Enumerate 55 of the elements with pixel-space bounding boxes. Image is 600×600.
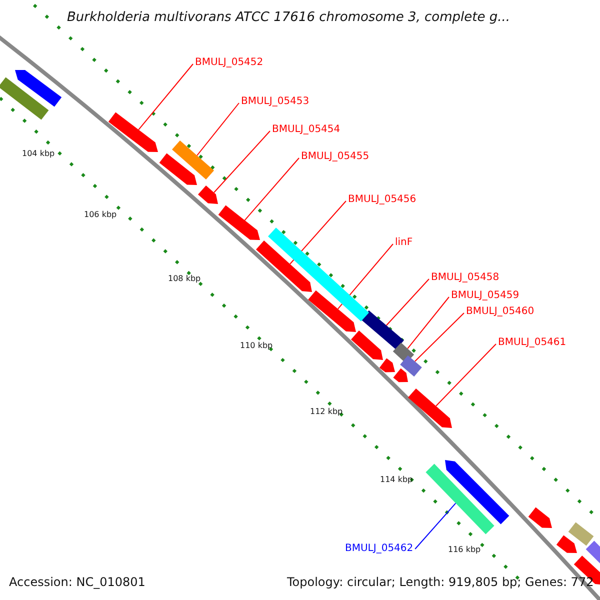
gene-label: BMULJ_05459: [451, 291, 520, 301]
gene-feature: [15, 70, 62, 107]
leader-line: [407, 296, 450, 350]
map-title: Burkholderia multivorans ATCC 17616 chromosome 3, complete g...: [67, 11, 510, 24]
gene-label: BMULJ_05462: [345, 544, 414, 554]
gene-feature: [400, 355, 422, 377]
gene-label: BMULJ_05455: [301, 152, 370, 162]
gene-feature: [445, 460, 510, 524]
gene-feature: [586, 540, 600, 564]
gene-feature: [198, 186, 218, 204]
gene-feature: [361, 310, 404, 350]
gene-label: BMULJ_05452: [195, 58, 264, 68]
gene-feature: [426, 464, 494, 534]
gene-feature: [568, 522, 594, 546]
gene-feature: [268, 228, 369, 322]
gene-label: BMULJ_05456: [348, 195, 416, 205]
leader-line: [414, 502, 456, 550]
scale-label: 108 kbp: [168, 275, 201, 283]
scale-label: 112 kbp: [310, 408, 343, 416]
gene-feature: [393, 368, 408, 382]
gene-feature: [351, 330, 383, 360]
genome-stats-text: Topology: circular; Length: 919,805 bp; Genes: 772: [287, 576, 594, 588]
leader-line: [196, 102, 240, 156]
leader-line: [244, 158, 300, 221]
gene-feature: [408, 388, 452, 428]
gene-feature: [256, 240, 312, 292]
scale-label: 110 kbp: [240, 342, 273, 350]
leader-line: [337, 244, 394, 310]
gene-feature: [379, 358, 395, 372]
leader-line: [386, 278, 430, 326]
scale-label: 114 kbp: [380, 476, 413, 484]
gene-feature: [218, 205, 260, 240]
gene-label: BMULJ_05458: [431, 273, 500, 283]
gene-feature: [172, 140, 214, 180]
leader-line: [290, 200, 346, 264]
leader-line: [436, 344, 496, 406]
gene-feature: [574, 556, 600, 585]
gene-feature: [528, 507, 552, 528]
gene-feature: [108, 112, 158, 152]
leader-line: [138, 64, 194, 130]
accession-text: Accession: NC_010801: [9, 576, 146, 588]
gene-feature: [159, 153, 197, 185]
gene-label: linF: [395, 238, 413, 248]
scale-label: 116 kbp: [448, 546, 481, 554]
scale-label: 106 kbp: [84, 211, 117, 219]
scale-label: 104 kbp: [22, 150, 55, 158]
gene-feature: [308, 290, 356, 332]
gene-label: BMULJ_05453: [241, 97, 310, 107]
leader-line: [414, 312, 464, 362]
gene-feature: [0, 77, 49, 120]
leader-line: [214, 130, 270, 193]
gene-label: BMULJ_05460: [466, 307, 534, 317]
gene-feature: [556, 535, 577, 553]
gene-label: BMULJ_05461: [498, 338, 566, 348]
gene-label: BMULJ_05454: [272, 125, 340, 135]
